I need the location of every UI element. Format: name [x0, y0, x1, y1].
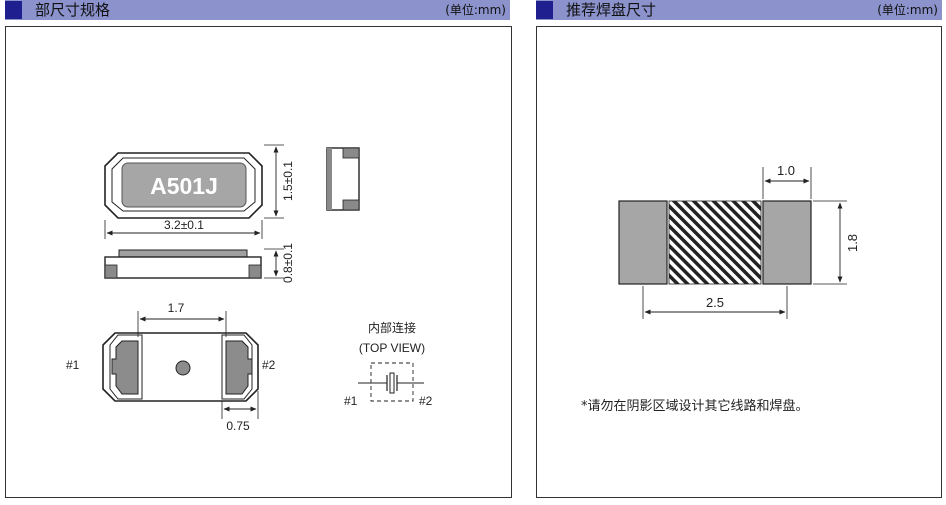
internal-connection: 内部连接 (TOP VIEW) #1 #2	[344, 320, 433, 408]
package-front-view	[104, 249, 262, 279]
header-square-icon	[536, 1, 553, 19]
land-pattern	[618, 200, 812, 285]
width-dimension: 3.2±0.1	[104, 218, 263, 239]
pad-width-label: 1.0	[777, 163, 795, 178]
pad-right	[762, 200, 812, 285]
left-header: 部尺寸规格 (单位:mm)	[5, 0, 510, 20]
package-bottom-view: #1 #2	[66, 332, 276, 402]
left-title: 部尺寸规格	[35, 1, 111, 19]
package-top-view: A501J	[104, 152, 263, 219]
width-label: 3.2±0.1	[164, 218, 204, 232]
thickness-label: 0.8±0.1	[281, 243, 295, 283]
marking-text: A501J	[150, 173, 218, 199]
left-panel: A501J 3.2±0.1 1.5±0.1	[5, 26, 512, 498]
right-unit: (单位:mm)	[877, 3, 938, 17]
pad-width-label: 0.75	[226, 419, 250, 433]
left-unit: (单位:mm)	[445, 3, 506, 17]
connection-title: 内部连接	[368, 320, 416, 335]
pin2-label: #2	[262, 358, 276, 372]
pad-left	[618, 200, 668, 285]
height-label: 1.5±0.1	[281, 161, 295, 201]
height-dimension: 1.5±0.1	[264, 144, 295, 219]
connection-pin1: #1	[344, 394, 358, 408]
pad-height-label: 1.8	[845, 234, 860, 252]
thickness-dimension: 0.8±0.1	[264, 243, 295, 283]
connection-pin2: #2	[419, 394, 433, 408]
right-panel: 1.0 1.8 2.5 *请勿在阴影区域设计其它线路和焊盘。	[536, 26, 942, 498]
total-width-label: 2.5	[706, 295, 724, 310]
keepout-note: *请勿在阴影区域设计其它线路和焊盘。	[581, 398, 809, 414]
right-header: 推荐焊盘尺寸 (单位:mm)	[536, 0, 942, 20]
dimensions-diagram: A501J 3.2±0.1 1.5±0.1	[66, 144, 433, 433]
package-side-view	[326, 147, 360, 211]
total-width-dimension: 2.5	[642, 286, 788, 319]
pad-width-dimension: 0.75	[221, 391, 259, 433]
pin1-label: #1	[66, 358, 80, 372]
land-pattern-diagram: 1.0 1.8 2.5 *请勿在阴影区域设计其它线路和焊盘。	[581, 163, 860, 414]
connection-view: (TOP VIEW)	[359, 341, 425, 355]
pad-width-dimension: 1.0	[762, 163, 812, 199]
keepout-area	[668, 200, 762, 285]
pad-spacing-label: 1.7	[168, 301, 185, 315]
pad-height-dimension: 1.8	[813, 200, 860, 285]
pad-spacing-dimension: 1.7	[137, 301, 227, 337]
right-title: 推荐焊盘尺寸	[566, 1, 657, 19]
header-square-icon	[5, 1, 22, 19]
